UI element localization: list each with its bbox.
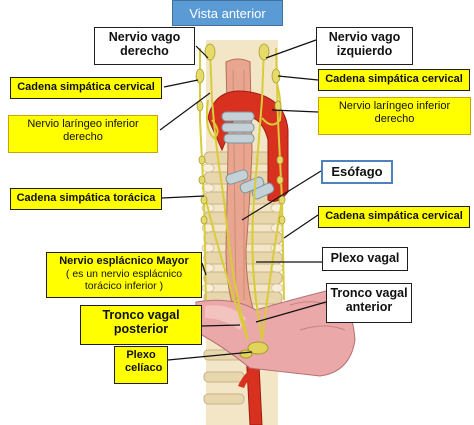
label-cadena-simpatica-toracica: Cadena simpática torácica (10, 188, 162, 210)
ganglia (195, 43, 286, 225)
trachea-shape (221, 111, 275, 200)
label-nervio-vago-izquierdo: Nervio vago izquierdo (316, 27, 413, 65)
label-plexo-vagal: Plexo vagal (322, 247, 408, 271)
label-cadena-simpatica-cervical-izquierda: Cadena simpática cervical (10, 77, 162, 99)
label-tronco-vagal-posterior: Tronco vagal posterior (80, 305, 202, 345)
label-nervio-laringeo-inferior-izquierda: Nervio laríngeo inferior derecho (8, 115, 158, 153)
label-cadena-simpatica-cervical-inferior: Cadena simpática cervical (318, 206, 470, 228)
esplacnico-title: Nervio esplácnico Mayor (59, 255, 189, 267)
title-box: Vista anterior (172, 0, 283, 26)
esplacnico-note: ( es un nervio esplácnico torácico infer… (65, 267, 183, 292)
label-cadena-simpatica-cervical-derecha: Cadena simpática cervical (318, 69, 470, 91)
label-tronco-vagal-anterior: Tronco vagal anterior (326, 283, 412, 323)
label-esofago: Esófago (321, 160, 393, 184)
label-nervio-laringeo-inferior-derecha: Nervio laríngeo inferior derecho (318, 97, 471, 135)
leader-lines (159, 39, 327, 361)
celiac-plexus-shape (239, 341, 269, 359)
label-nervio-vago-derecho: Nervio vago derecho (94, 27, 195, 65)
label-plexo-celiaco: Plexo celíaco (114, 346, 168, 384)
label-nervio-esplacnico-mayor: Nervio esplácnico Mayor ( es un nervio e… (46, 252, 202, 298)
